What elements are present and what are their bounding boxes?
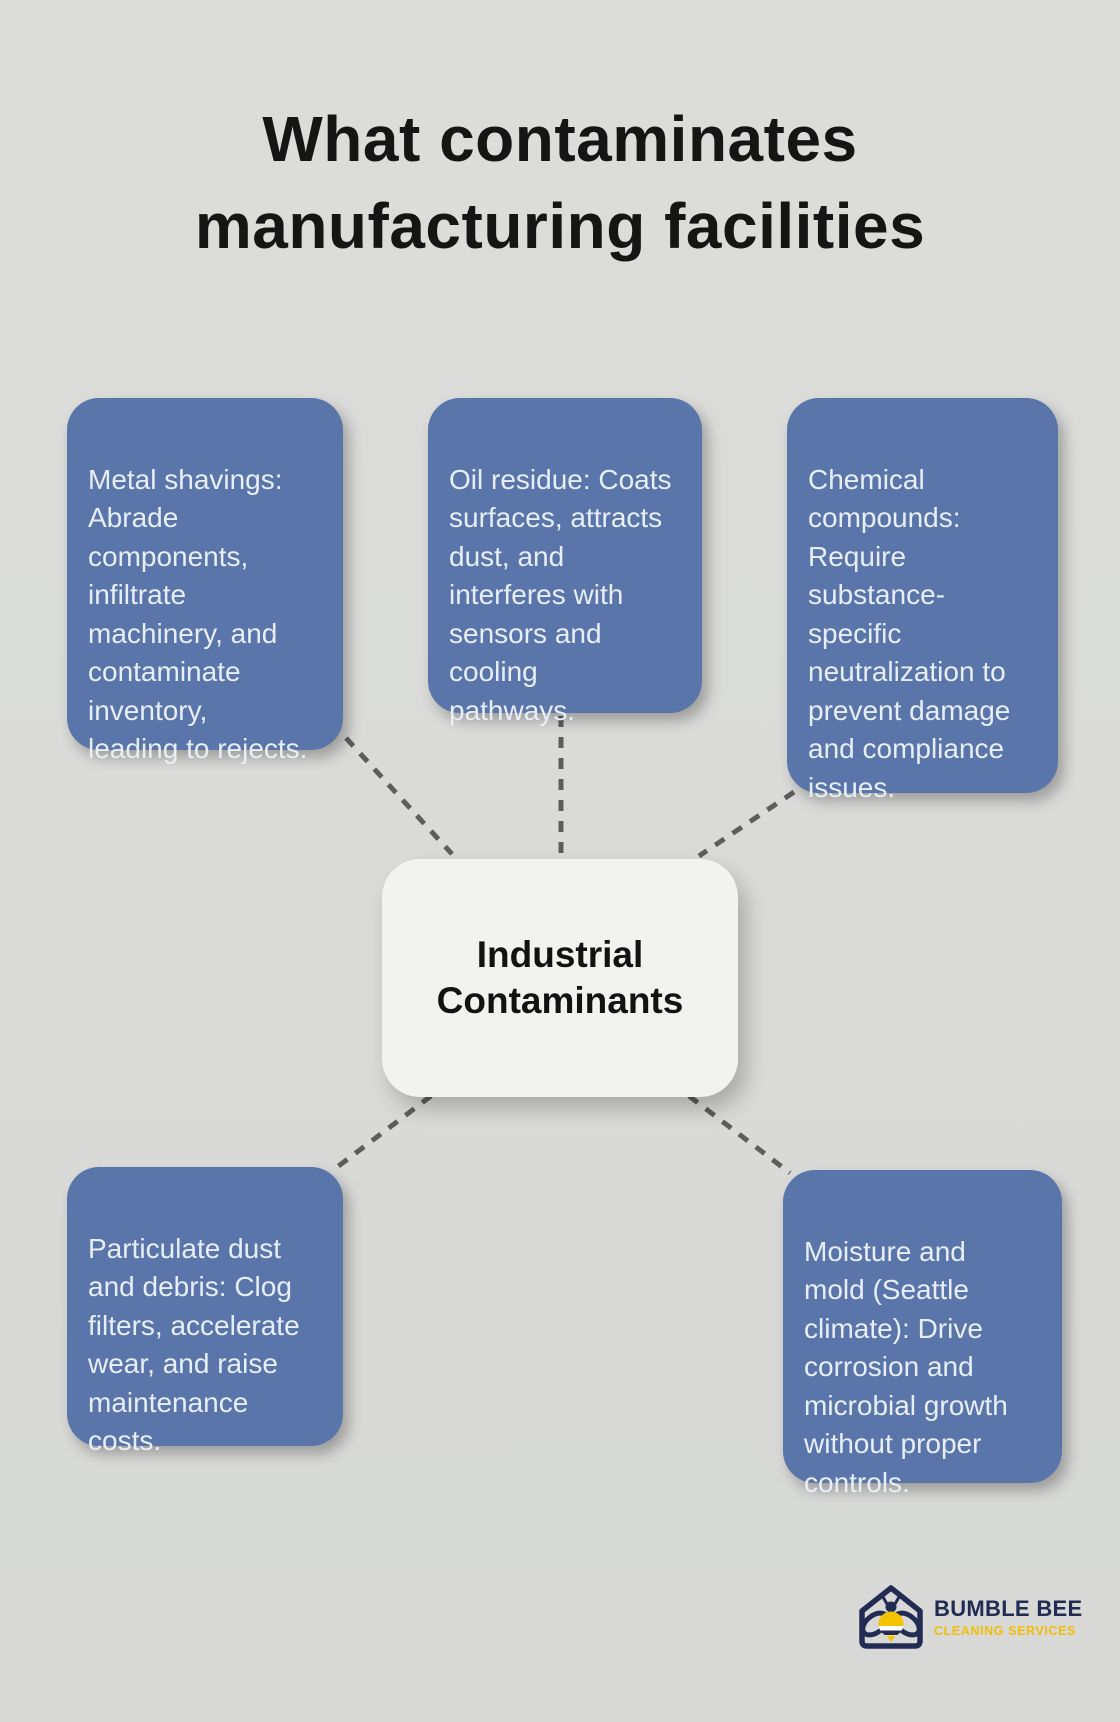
center-node-label: Industrial Contaminants bbox=[436, 934, 684, 1021]
connector-metal-shavings bbox=[344, 736, 454, 856]
connector-chemical-compounds bbox=[697, 789, 796, 859]
page-title: What contaminates manufacturing faciliti… bbox=[0, 96, 1120, 270]
connector-particulate-dust bbox=[330, 1094, 433, 1173]
node-particulate-dust: Particulate dust and debris: Clog filter… bbox=[67, 1167, 343, 1456]
bee-body bbox=[878, 1611, 904, 1637]
center-node: Industrial Contaminants bbox=[382, 859, 738, 1097]
node-metal-shavings: Metal shavings: Abrade components, infil… bbox=[67, 398, 343, 764]
brand-logo-text: BUMBLE BEE CLEANING SERVICES bbox=[934, 1596, 1082, 1638]
brand-name: BUMBLE BEE bbox=[934, 1596, 1083, 1621]
connector-moisture-mold bbox=[687, 1094, 792, 1175]
bee-stinger bbox=[886, 1635, 896, 1642]
node-text: Metal shavings: Abrade components, infil… bbox=[88, 463, 308, 765]
node-oil-residue: Oil residue: Coats surfaces, attracts du… bbox=[428, 398, 702, 726]
node-text: Moisture and mold (Seattle climate): Dri… bbox=[804, 1235, 1008, 1498]
bee-antennae bbox=[881, 1595, 901, 1606]
bee-head bbox=[885, 1601, 897, 1613]
bumble-bee-house-icon bbox=[859, 1585, 923, 1649]
node-chemical-compounds: Chemical compounds: Require substance- s… bbox=[787, 398, 1058, 803]
node-text: Particulate dust and debris: Clog filter… bbox=[88, 1232, 300, 1457]
node-text: Chemical compounds: Require substance- s… bbox=[808, 463, 1011, 803]
title-line-2: manufacturing facilities bbox=[194, 190, 926, 262]
node-moisture-mold: Moisture and mold (Seattle climate): Dri… bbox=[783, 1170, 1062, 1498]
title-line-1: What contaminates bbox=[262, 103, 858, 175]
brand-logo: BUMBLE BEE CLEANING SERVICES bbox=[853, 1582, 1082, 1652]
house-outline bbox=[859, 1585, 923, 1649]
brand-tagline: CLEANING SERVICES bbox=[934, 1624, 1076, 1638]
node-text: Oil residue: Coats surfaces, attracts du… bbox=[449, 463, 672, 726]
